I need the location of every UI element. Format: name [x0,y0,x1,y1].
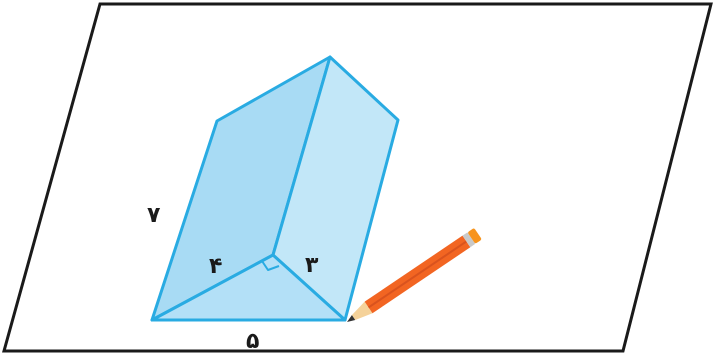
label-leg-3: ۳ [305,253,319,278]
pencil-icon [347,228,482,322]
label-edge-7: ۷ [147,203,161,228]
right-angle-marker [261,260,280,271]
label-leg-4: ۴ [209,254,222,279]
label-base-5: ۵ [246,329,259,354]
triangular-prism [150,55,400,322]
prism-face-base-triangle [150,253,347,322]
